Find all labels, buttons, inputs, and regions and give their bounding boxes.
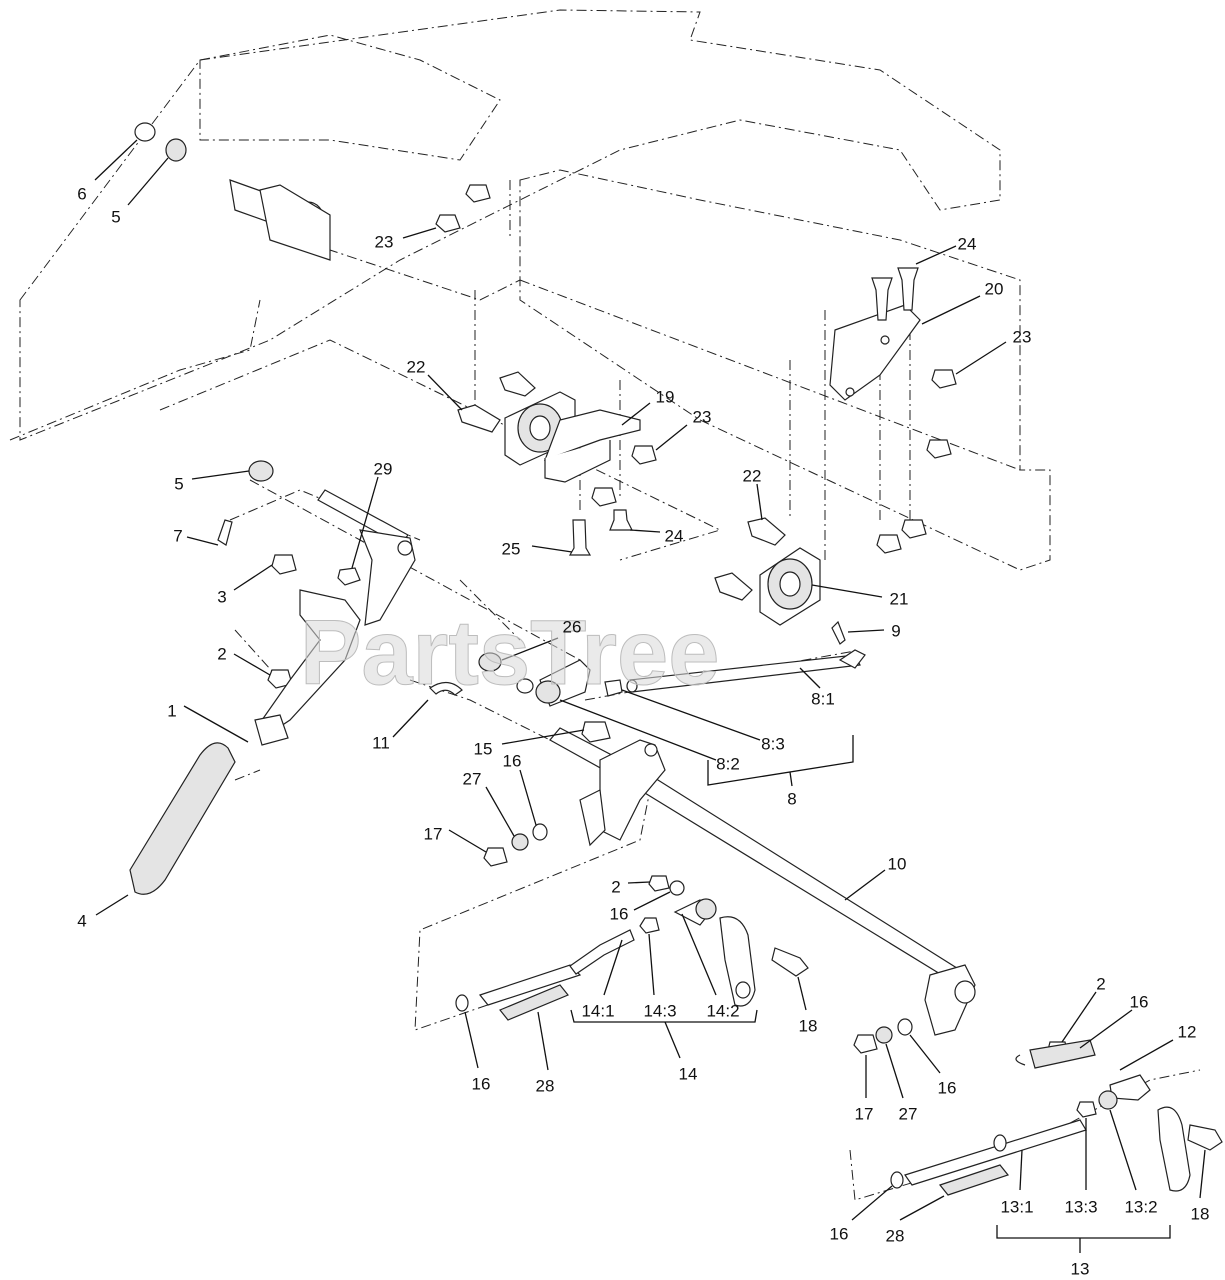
callout-label: 19 (656, 387, 675, 406)
callout-label: 14 (679, 1064, 698, 1083)
callout-label: 13:2 (1124, 1197, 1157, 1216)
callout-label: 27 (899, 1104, 918, 1123)
callout-label: 18 (1191, 1204, 1210, 1223)
callout-label: 12 (1178, 1022, 1197, 1041)
callout-label: 23 (693, 407, 712, 426)
callout-label: 16 (938, 1078, 957, 1097)
callout-label: 8:3 (761, 734, 785, 753)
callout-label: 29 (374, 459, 393, 478)
callout-label: 16 (1130, 992, 1149, 1011)
callout-label: 16 (472, 1074, 491, 1093)
callout-label: 17 (855, 1104, 874, 1123)
callout-label: 16 (503, 751, 522, 770)
callout-label: 16 (830, 1224, 849, 1243)
callout-label: 2 (217, 644, 226, 663)
callout-label: 2 (611, 877, 620, 896)
callout-label: 17 (424, 824, 443, 843)
callout-label: 11 (372, 733, 390, 752)
callout-label: 14:1 (581, 1001, 614, 1020)
callout-label: 10 (888, 854, 907, 873)
callout-label: 7 (173, 526, 182, 545)
callout-label: 14:3 (643, 1001, 676, 1020)
callout-label: 5 (174, 474, 183, 493)
callout-label: 16 (610, 904, 629, 923)
callout-label: 9 (891, 621, 900, 640)
callout-label: 21 (890, 589, 909, 608)
callout-label: 13:3 (1064, 1197, 1097, 1216)
watermark-text: PartsTree (300, 602, 719, 704)
callout-label: 18 (799, 1016, 818, 1035)
callout-label: 13 (1071, 1259, 1090, 1278)
callout-label: 27 (463, 769, 482, 788)
callout-label: 24 (958, 234, 977, 253)
callout-label: 25 (502, 539, 521, 558)
assembly-brackets (570, 735, 1171, 1253)
callout-label: 15 (474, 739, 493, 758)
callout-label: 2 (1096, 974, 1105, 993)
callout-label: 26 (563, 617, 582, 636)
callout-label: 4 (77, 911, 86, 930)
callout-label: 23 (375, 232, 394, 251)
callout-label: 20 (985, 279, 1004, 298)
callout-label: 28 (886, 1226, 905, 1245)
callout-label: 13:1 (1000, 1197, 1033, 1216)
parts-drawing (129, 122, 1223, 1196)
callout-label: 8:2 (716, 754, 740, 773)
callout-label: 28 (536, 1076, 555, 1095)
callout-label: 5 (111, 207, 120, 226)
callout-label: 22 (743, 466, 762, 485)
leader-lines (94, 139, 1206, 1221)
callout-label: 3 (217, 587, 226, 606)
callout-label: 22 (407, 357, 426, 376)
callout-label: 6 (77, 184, 86, 203)
callout-label: 14:2 (706, 1001, 739, 1020)
callout-label: 24 (665, 526, 684, 545)
callout-label: 1 (167, 701, 176, 720)
callout-label: 8 (787, 789, 796, 808)
callout-label: 23 (1013, 327, 1032, 346)
callout-label: 8:1 (811, 689, 835, 708)
